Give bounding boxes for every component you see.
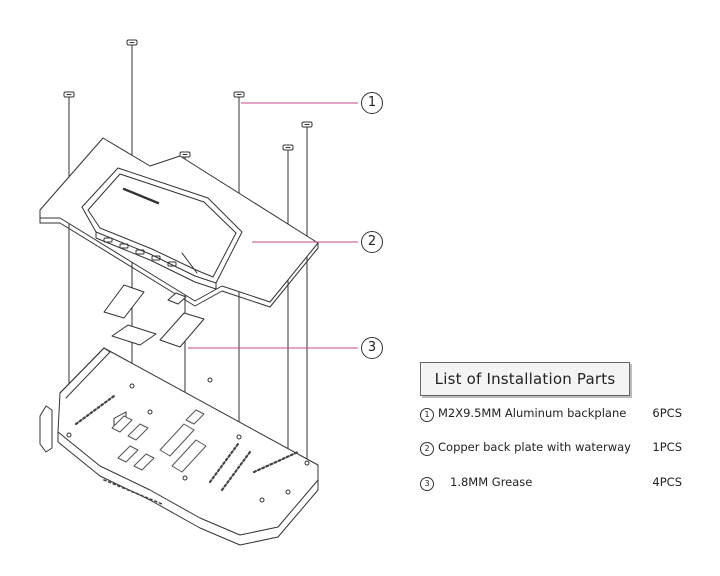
callout-leader-lines [188, 102, 358, 349]
screw-icon-6 [301, 121, 313, 134]
item-description: 1.8MM Grease [450, 475, 533, 489]
item-number-badge: 1 [420, 408, 434, 422]
screw-icon-4 [233, 91, 245, 104]
item-quantity: 1PCS [652, 440, 682, 454]
callout-3: 3 [361, 337, 383, 359]
callout-1: 1 [361, 92, 383, 114]
item-number-badge: 3 [420, 477, 434, 491]
item-description: M2X9.5MM Aluminum backplane [438, 406, 627, 420]
parts-list-item-3: 3 1.8MM Grease 4PCS [420, 475, 682, 491]
screw-icon-5 [282, 144, 294, 157]
screw-icon-1 [63, 91, 75, 105]
parts-list-item-1: 1 M2X9.5MM Aluminum backplane 6PCS [420, 406, 682, 422]
screw-icon-2 [126, 39, 138, 53]
item-quantity: 6PCS [652, 406, 682, 420]
graphics-card-pcb [39, 347, 319, 546]
item-description: Copper back plate with waterway [438, 440, 631, 454]
parts-list-title: List of Installation Parts [420, 362, 630, 396]
parts-list-item-2: 2 Copper back plate with waterway 1PCS [420, 440, 682, 456]
copper-waterway-plate [81, 167, 243, 290]
item-number-badge: 2 [420, 442, 434, 456]
callout-2: 2 [361, 231, 383, 253]
screw-icon-3 [179, 151, 191, 164]
thermal-grease-pads [103, 284, 205, 348]
item-quantity: 4PCS [652, 475, 682, 489]
